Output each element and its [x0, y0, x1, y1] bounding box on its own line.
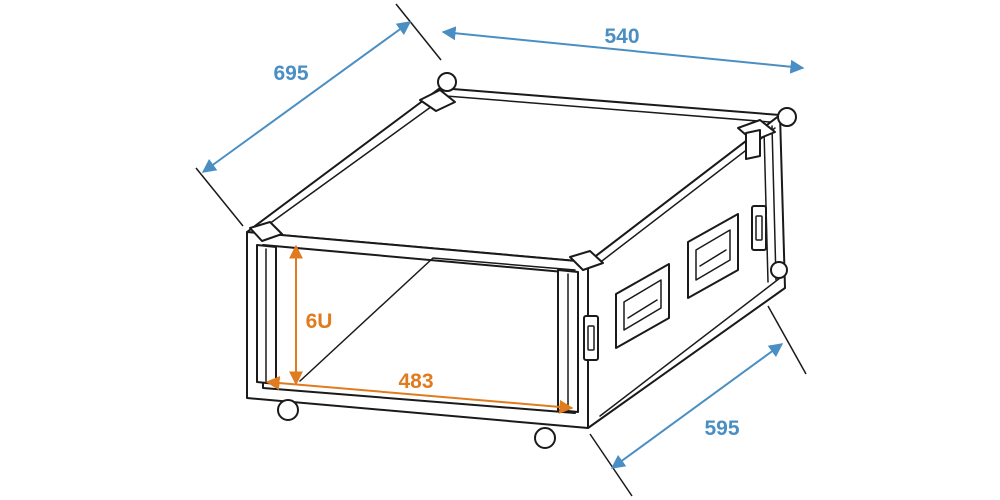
- rack-case-illustration: [246, 72, 797, 449]
- latch-rear: [751, 205, 767, 251]
- dimension-line-width-inner: [265, 376, 574, 414]
- label-depth-outer: 695: [273, 62, 308, 85]
- ball-corner-front-left-foot: [277, 399, 299, 421]
- dimension-lines: [201, 21, 805, 469]
- dimension-line-width-outer: [441, 26, 805, 74]
- corner-cap-rear-left-top: [419, 89, 456, 112]
- dimension-line-depth-inner: [610, 343, 784, 469]
- label-width-outer: 540: [604, 25, 639, 48]
- corner-cap-front-right-top: [569, 250, 604, 271]
- corner-cap-side-mid: [745, 129, 761, 160]
- label-depth-inner: 595: [704, 417, 739, 440]
- corner-cap-front-left-top: [249, 221, 283, 242]
- case-interior-floor-line: [299, 257, 576, 382]
- handle-rear-side: [687, 213, 739, 299]
- ball-corner-side-bottom: [770, 261, 788, 279]
- latch-front: [583, 315, 599, 361]
- handle-front-side: [615, 263, 670, 349]
- dimension-line-depth-outer: [201, 21, 412, 173]
- label-height-units: 6U: [306, 310, 333, 333]
- ball-corner-front-right-foot: [534, 427, 556, 449]
- ball-corner-rear-right: [777, 107, 797, 127]
- ball-corner-rear-left: [437, 72, 457, 92]
- label-width-inner: 483: [398, 370, 433, 393]
